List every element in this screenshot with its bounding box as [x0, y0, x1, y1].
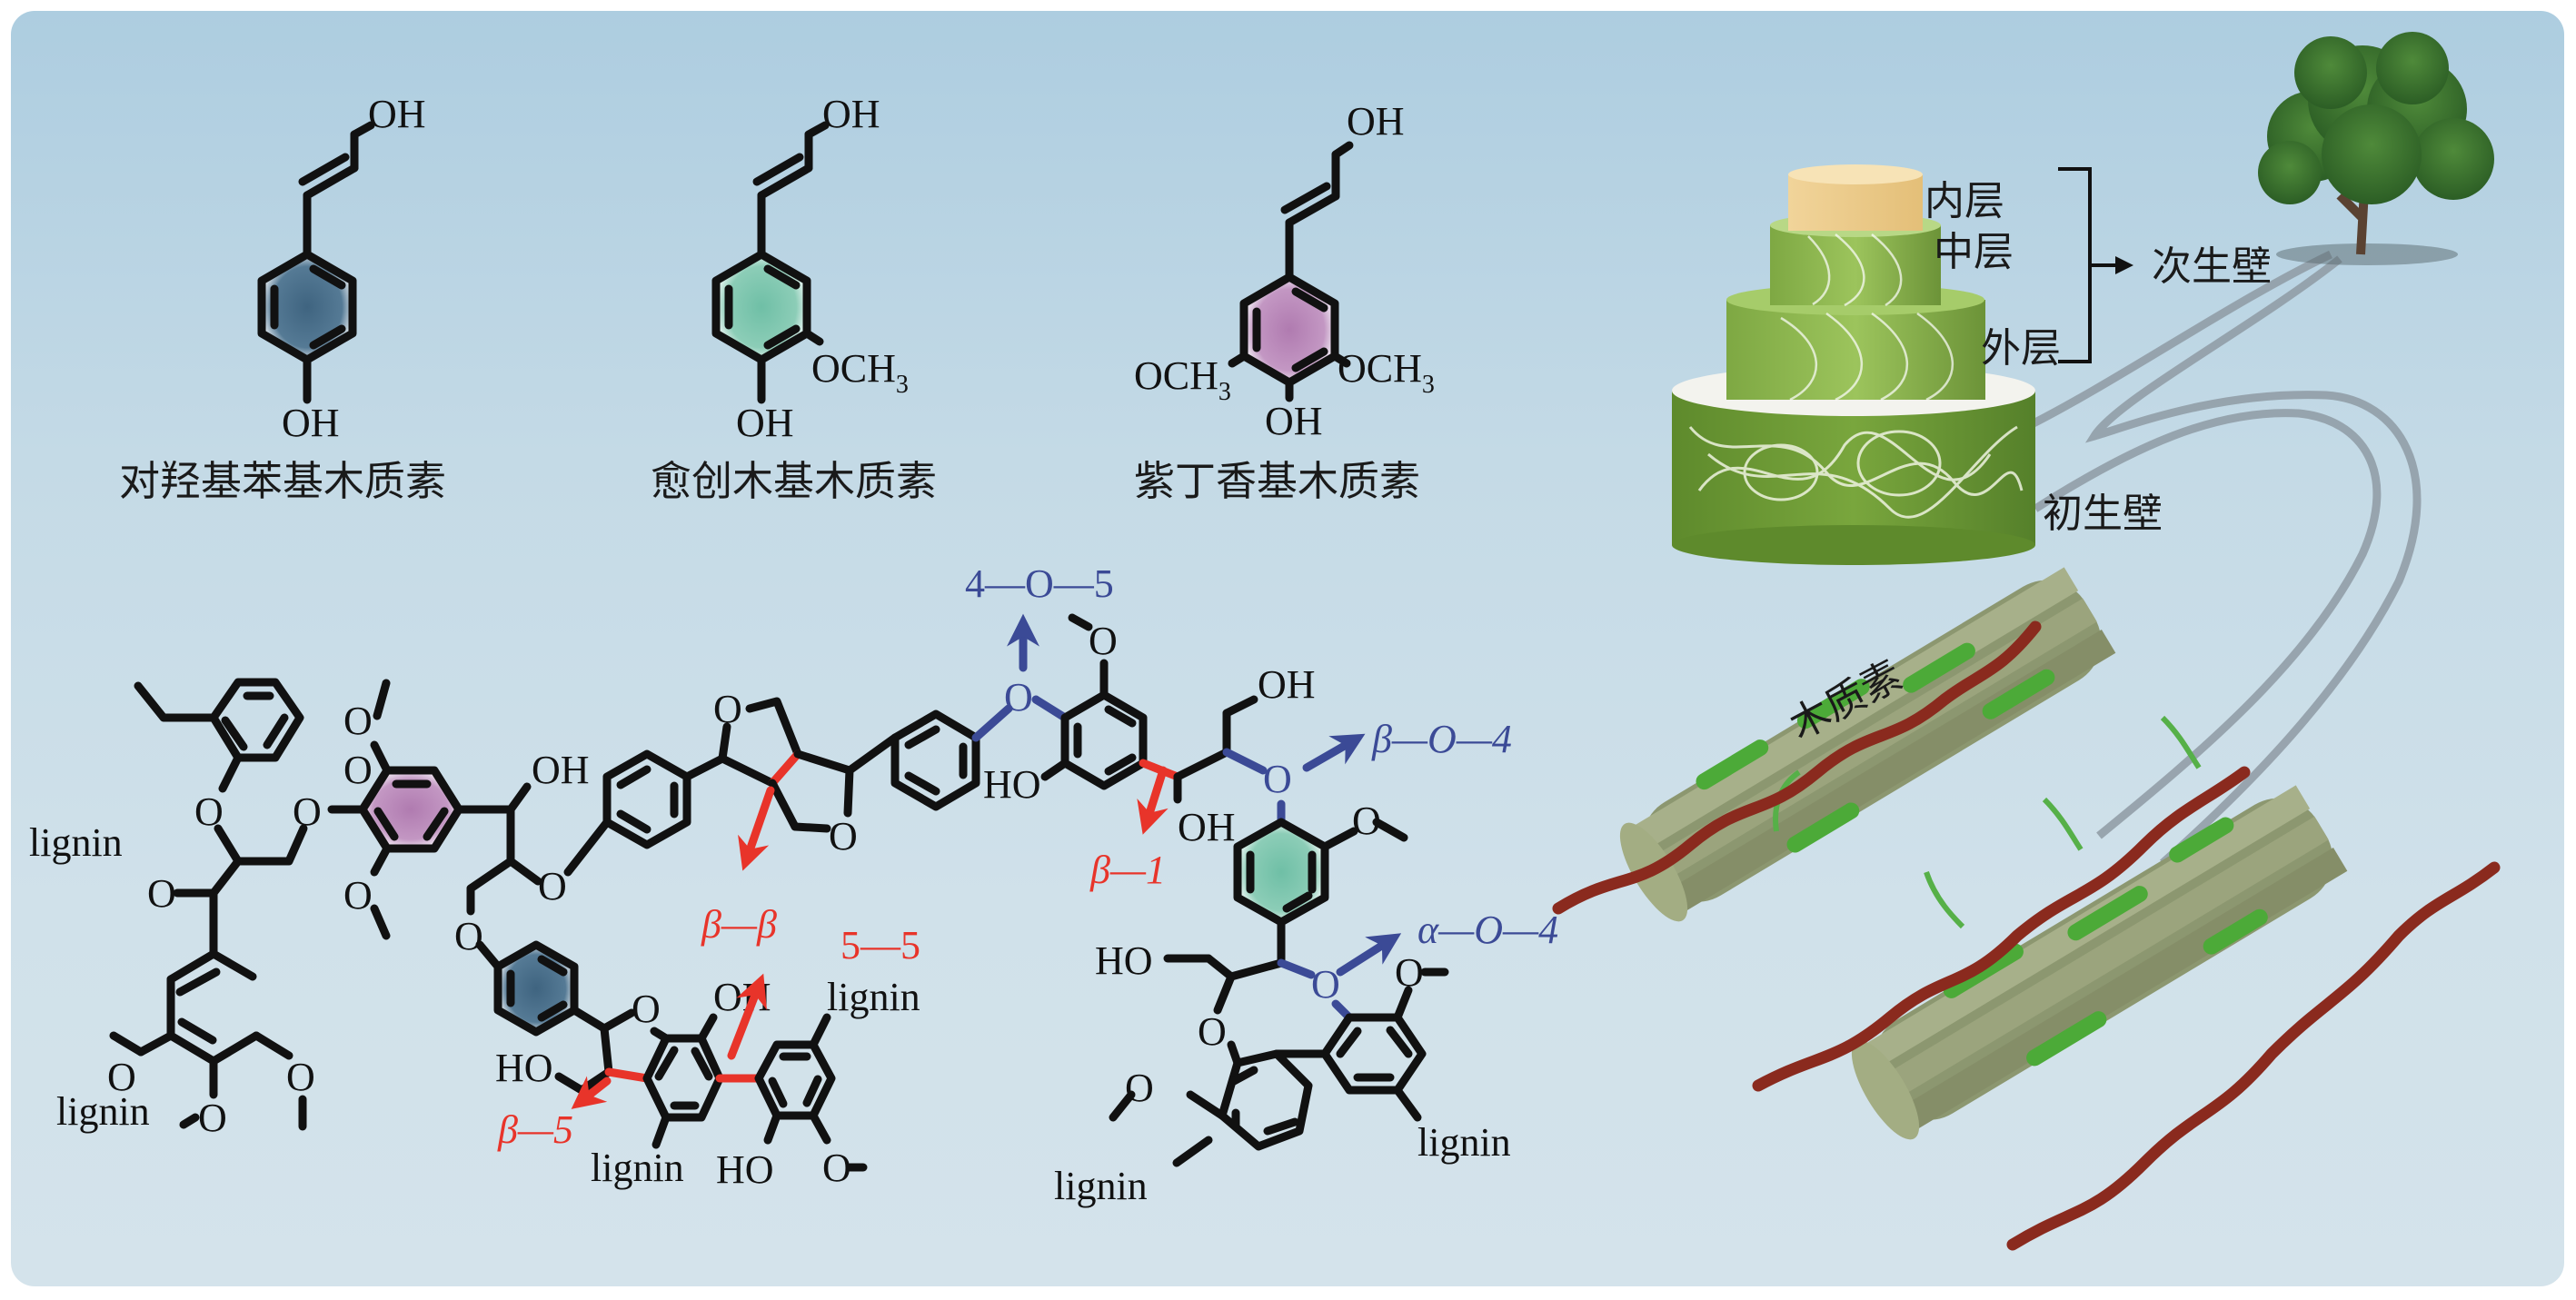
lignin-label: lignin: [1417, 1120, 1511, 1165]
monomer-s-name: 紫丁香基木质素: [1134, 457, 1420, 505]
label-outer-layer: 外层: [1981, 325, 2061, 372]
atom-label: OH: [736, 401, 794, 445]
linkage-4-o-5: 4—O—5: [965, 561, 1114, 606]
atom-o: O: [107, 1055, 136, 1099]
atom-o-linkage: O: [1263, 757, 1292, 801]
atom-o: O: [713, 687, 742, 731]
atom-o: O: [293, 789, 322, 834]
atom-o: O: [147, 871, 176, 916]
lignin-label: lignin: [591, 1146, 684, 1190]
monomer-g-structure: OH OH OCH3: [711, 92, 909, 445]
microfibril-illustration: [1552, 567, 2501, 1251]
monomer-h-structure: OH OH: [257, 92, 426, 445]
monomer-s-structure: OH OH OCH3 OCH3: [1134, 99, 1435, 443]
lignin-label: lignin: [29, 820, 123, 865]
substituent-och3: OCH3: [1338, 346, 1435, 399]
atom-o: O: [632, 987, 661, 1031]
monomer-h-name: 对羟基苯基木质素: [119, 457, 446, 505]
atom-o-linkage: O: [1004, 675, 1033, 719]
atom-o-linkage: O: [1311, 962, 1340, 1007]
linkage-beta-o-4: β—O—4: [1371, 717, 1512, 761]
atom-o: O: [1395, 950, 1424, 995]
substituent-och3: OCH3: [1134, 353, 1231, 406]
cell-wall-illustration: [1672, 164, 2422, 867]
atom-label: HO: [716, 1147, 774, 1192]
atom-o: O: [1198, 1009, 1227, 1054]
atom-o: O: [198, 1096, 227, 1140]
atom-label: OH: [1258, 662, 1316, 707]
atom-o: O: [286, 1055, 315, 1099]
atom-label: OH: [368, 92, 426, 136]
lignin-label: lignin: [1054, 1164, 1148, 1208]
atom-label: OH: [822, 92, 880, 136]
label-middle-layer: 中层: [1934, 229, 2014, 275]
label-primary-wall: 初生壁: [2043, 491, 2163, 537]
label-inner-layer: 内层: [1925, 178, 2004, 224]
atom-label: HO: [1095, 938, 1153, 983]
lignin-label: lignin: [56, 1089, 150, 1134]
monomer-g-name: 愈创木基木质素: [651, 457, 937, 505]
linkage-beta-beta: β—β: [701, 902, 777, 947]
substituent-och3: OCH3: [811, 346, 909, 399]
atom-label: OH: [1178, 805, 1236, 849]
linkage-5-5: 5—5: [840, 923, 920, 968]
atom-label: HO: [495, 1046, 553, 1090]
linkage-beta-1: β—1: [1089, 848, 1166, 892]
atom-label: HO: [983, 762, 1041, 807]
atom-label: OH: [1347, 99, 1405, 144]
tree-illustration: [2258, 32, 2494, 265]
atom-o: O: [343, 873, 373, 918]
atom-label: OH: [713, 975, 771, 1019]
atom-o: O: [538, 864, 567, 908]
atom-label: OH: [532, 748, 590, 792]
linkage-alpha-o-4: α—O—4: [1417, 908, 1558, 952]
atom-label: OH: [1265, 399, 1323, 443]
atom-o: O: [829, 814, 858, 858]
label-secondary-wall: 次生壁: [2152, 243, 2272, 290]
lignin-label: lignin: [827, 975, 920, 1019]
atom-label: OH: [282, 401, 340, 445]
atom-o: O: [343, 699, 373, 743]
atom-o: O: [1089, 619, 1118, 663]
atom-o: O: [343, 748, 373, 792]
linkage-beta-5: β—5: [497, 1107, 573, 1152]
atom-o: O: [454, 914, 483, 958]
lignin-polymer-structure: O O O lignin O O O lignin O: [29, 613, 1511, 1208]
